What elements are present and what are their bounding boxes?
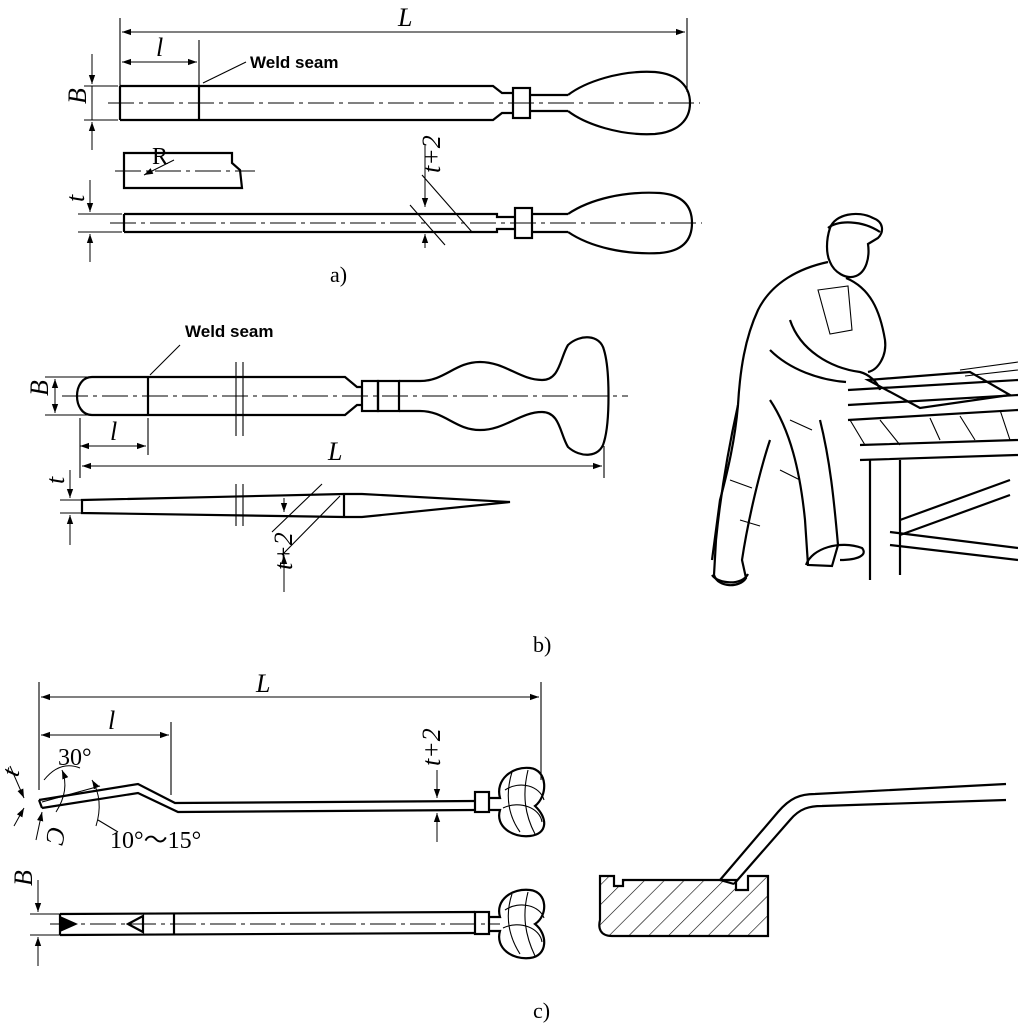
weld-seam-label-a: Weld seam <box>250 53 339 72</box>
dimension-l-b: l <box>80 417 149 455</box>
worker-illustration <box>710 212 1018 587</box>
weld-leader-b <box>149 344 181 376</box>
dim-t-label-c: t <box>0 764 26 779</box>
dimension-t-b: t <box>41 470 82 545</box>
dimension-L-b: L <box>79 418 605 478</box>
handle-b <box>399 336 610 456</box>
scraper-top-view-b <box>62 336 628 456</box>
angle-range-label: 10°～15° <box>110 828 201 854</box>
dim-L-label: L <box>397 3 412 32</box>
dim-l-label-c: l <box>108 706 115 735</box>
dim-L-label-b: L <box>327 437 342 466</box>
weld-leader-a <box>202 61 247 84</box>
dim-C-label-c: C <box>40 824 72 847</box>
angle-annotations-c: 30° 10°～15° <box>41 745 201 854</box>
dimension-t-a: t <box>61 180 122 262</box>
panel-a: L l Weld seam B <box>61 3 702 287</box>
handle-top-c <box>489 888 546 960</box>
dim-B-label-c: B <box>9 870 38 886</box>
dim-t2-label-b: t+2 <box>269 532 298 570</box>
dimension-B-b: B <box>25 376 92 416</box>
dimension-t2-c: t+2 <box>417 728 476 842</box>
radius-label: R <box>152 144 168 170</box>
handle-c <box>489 766 546 838</box>
dim-t2-label-a: t+2 <box>417 135 446 173</box>
dimension-t2-a: t+2 <box>409 135 473 248</box>
section-detail-a: R <box>115 144 255 190</box>
scraper-side-view-b <box>80 484 511 526</box>
dimension-L-a: L <box>119 3 688 92</box>
weld-seam-label-b: Weld seam <box>185 322 274 341</box>
dim-B-label-b: B <box>25 380 54 396</box>
panel-b: Weld seam B l <box>25 322 628 657</box>
scraper-side-view-a <box>110 191 702 255</box>
dim-t-label-a: t <box>61 194 90 202</box>
dimension-l-a: l <box>122 33 200 88</box>
dim-l-label-b: l <box>110 417 117 446</box>
caption-b: b) <box>533 632 551 657</box>
dim-B-label: B <box>63 88 92 104</box>
dimension-B-c: B <box>9 870 60 966</box>
dimension-t-c: t <box>0 764 26 827</box>
dimension-C-c: C <box>35 811 72 847</box>
scraper-top-view-c <box>50 888 546 960</box>
scraper-top-view-a <box>108 70 700 136</box>
dim-l-label: l <box>156 33 163 62</box>
angle-30-label: 30° <box>58 745 92 771</box>
caption-a: a) <box>330 262 347 287</box>
scraper-side-view-c <box>37 766 546 838</box>
panel-c: L l 30° 10°～15° t <box>0 669 1007 1023</box>
dim-L-label-c: L <box>255 669 270 698</box>
dimension-L-c: L <box>38 669 542 790</box>
dimension-l-c: l <box>41 706 172 795</box>
dimension-B-a: B <box>63 54 118 150</box>
dim-t-label-b: t <box>41 476 70 484</box>
caption-c: c) <box>533 998 550 1023</box>
dimension-t2-b: t+2 <box>269 483 341 592</box>
slot-work-detail <box>598 782 1007 938</box>
dim-t2-label-c: t+2 <box>417 728 446 766</box>
